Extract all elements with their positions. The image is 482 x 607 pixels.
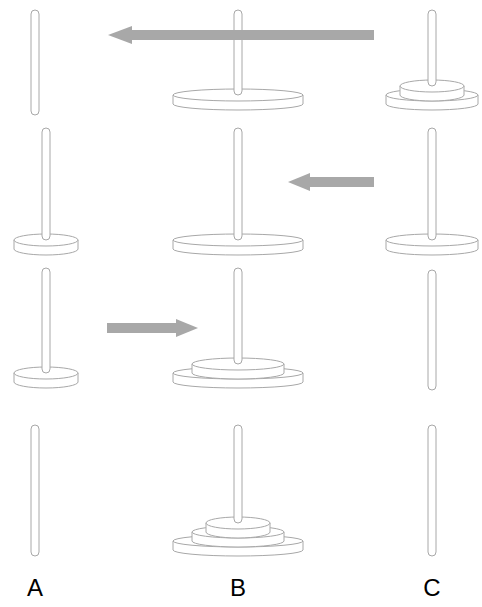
peg <box>31 425 39 556</box>
arrow-head <box>176 319 198 337</box>
move-arrow <box>107 323 179 333</box>
arrow-head <box>288 173 310 191</box>
peg <box>42 128 50 240</box>
move-arrow <box>306 177 374 187</box>
peg <box>234 268 242 364</box>
peg-label: B <box>230 576 246 600</box>
peg <box>31 10 39 115</box>
peg <box>428 425 436 556</box>
peg <box>42 268 50 373</box>
peg <box>428 10 436 86</box>
peg <box>428 128 436 240</box>
arrow-head <box>108 26 132 44</box>
move-arrow <box>128 30 374 40</box>
peg <box>234 425 242 523</box>
peg-label: A <box>27 576 43 600</box>
peg-label: C <box>423 576 440 600</box>
peg <box>234 10 242 95</box>
peg <box>234 128 242 240</box>
peg <box>428 270 436 390</box>
